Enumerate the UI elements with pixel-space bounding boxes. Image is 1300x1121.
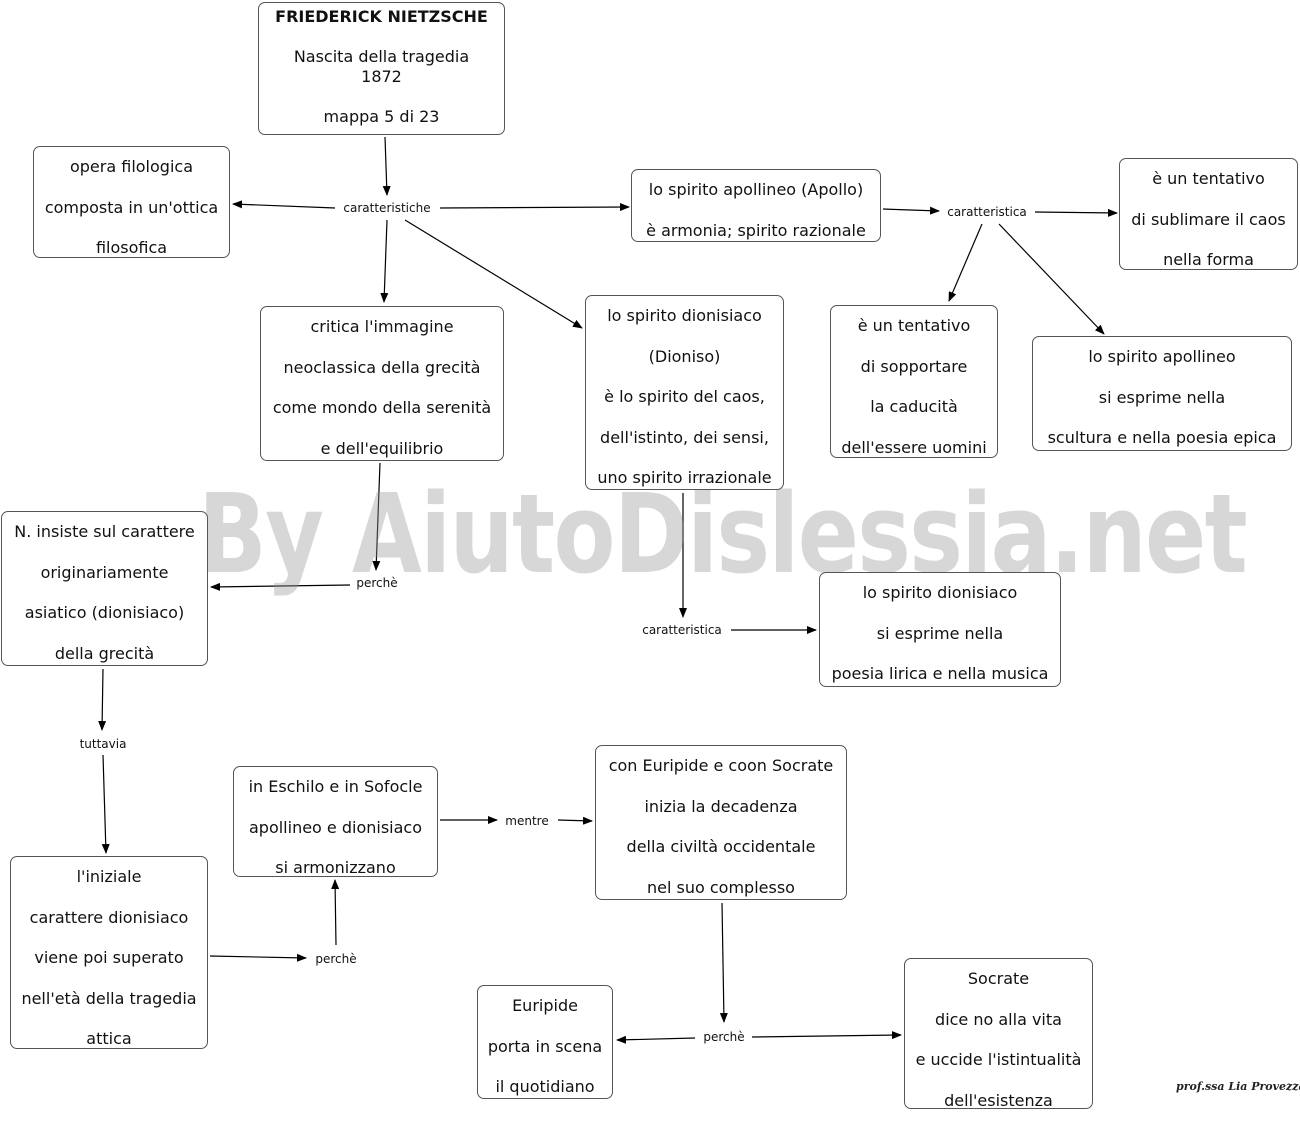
node-line: è un tentativo [1120,159,1297,200]
node-insiste-carattere: N. insiste sul carattere originariamente… [1,511,208,666]
connector-perche-socrate: perchè [701,1030,746,1044]
node-line: l'iniziale [11,857,207,898]
node-spirito-apollineo: lo spirito apollineo (Apollo) è armonia;… [631,169,881,242]
node-iniziale-dionisiaco: l'iniziale carattere dionisiaco viene po… [10,856,208,1049]
node-line: si armonizzano [234,848,437,889]
node-line: N. insiste sul carattere [2,512,207,553]
node-line: dell'esistenza [905,1081,1092,1121]
node-line: asiatico (dionisiaco) [2,593,207,634]
author-credit: prof.ssa Lia Provezza [1176,1080,1300,1093]
arrow-mentre-to-euripide-socrate [558,820,592,821]
node-line: nell'età della tragedia [11,979,207,1020]
node-line: di sopportare [831,347,997,388]
node-line: (Dioniso) [586,337,783,378]
arrow-title-to-caratteristiche [385,137,387,195]
node-line: di sublimare il caos [1120,200,1297,241]
node-line: la caducità [831,387,997,428]
arrow-to-apollineo [440,207,629,208]
connector-perche-critica: perchè [354,576,399,590]
arrow-to-socrate [752,1035,901,1037]
node-line: dice no alla vita [905,1000,1092,1041]
node-line: si esprime nella [1033,378,1291,419]
node-line: lo spirito apollineo (Apollo) [632,170,880,211]
node-euripide: Euripide porta in scena il quotidiano [477,985,613,1099]
node-line: opera filologica [34,147,229,188]
node-line: uno spirito irrazionale [586,458,783,499]
node-title-map-number: mappa 5 di 23 [259,107,504,127]
node-title-year: 1872 [259,67,504,87]
node-line: scultura e nella poesia epica [1033,418,1291,459]
node-eschilo-sofocle: in Eschilo e in Sofocle apollineo e dion… [233,766,438,877]
arrow-to-opera [233,204,335,208]
connector-caratteristica-dioniso: caratteristica [640,623,724,637]
arrow-insiste-to-tuttavia [102,669,103,730]
node-line: originariamente [2,553,207,594]
node-line: lo spirito dionisiaco [820,573,1060,614]
node-title-heading: FRIEDERICK NIETZSCHE [259,7,504,27]
node-line: carattere dionisiaco [11,898,207,939]
node-line: lo spirito dionisiaco [586,296,783,337]
connector-caratteristiche: caratteristiche [341,201,432,215]
connector-perche-iniziale: perchè [313,952,358,966]
node-line: neoclassica della grecità [261,348,503,389]
node-title-spacer [259,27,504,47]
node-line: lo spirito apollineo [1033,337,1291,378]
node-line: apollineo e dionisiaco [234,808,437,849]
arrow-to-sopportare [949,224,982,301]
node-line: in Eschilo e in Sofocle [234,767,437,808]
node-sublimare-caos: è un tentativo di sublimare il caos nell… [1119,158,1298,270]
node-line: composta in un'ottica [34,188,229,229]
node-line: il quotidiano [478,1067,612,1108]
node-sopportare-caducita: è un tentativo di sopportare la caducità… [830,305,998,458]
arrow-critica-to-perche [376,463,380,570]
node-line: della grecità [2,634,207,675]
node-line: nel suo complesso [596,868,846,909]
arrow-to-sublimare [1035,212,1117,213]
node-line: e uccide l'istintualità [905,1040,1092,1081]
node-line: nella forma [1120,240,1297,281]
node-line: dell'istinto, dei sensi, [586,418,783,459]
node-line: è un tentativo [831,306,997,347]
node-line: Euripide [478,986,612,1027]
node-dionisiaco-poesia-lirica: lo spirito dionisiaco si esprime nella p… [819,572,1061,687]
node-line: inizia la decadenza [596,787,846,828]
arrow-to-euripide [617,1038,695,1040]
node-line: è armonia; spirito razionale [632,211,880,252]
node-critica-immagine: critica l'immagine neoclassica della gre… [260,306,504,461]
node-line: della civiltà occidentale [596,827,846,868]
node-euripide-socrate-decadenza: con Euripide e coon Socrate inizia la de… [595,745,847,900]
node-line: e dell'equilibrio [261,429,503,470]
node-line: poesia lirica e nella musica [820,654,1060,695]
node-apollineo-poesia-epica: lo spirito apollineo si esprime nella sc… [1032,336,1292,451]
arrow-iniziale-to-perche [210,956,306,958]
connector-tuttavia: tuttavia [78,737,129,751]
arrow-to-insiste [211,585,350,587]
node-title: FRIEDERICK NIETZSCHE Nascita della trage… [258,2,505,135]
arrow-apollineo-to-caratteristica [883,209,939,211]
node-opera-filologica: opera filologica composta in un'ottica f… [33,146,230,258]
node-socrate: Socrate dice no alla vita e uccide l'ist… [904,958,1093,1109]
arrow-perche-to-eschilo [335,880,336,945]
node-line: si esprime nella [820,614,1060,655]
node-line: attica [11,1019,207,1060]
node-line: con Euripide e coon Socrate [596,746,846,787]
node-title-subtitle: Nascita della tragedia [259,47,504,67]
node-line: come mondo della serenità [261,388,503,429]
connector-caratteristica-apollo: caratteristica [945,205,1029,219]
node-spirito-dionisiaco: lo spirito dionisiaco (Dioniso) è lo spi… [585,295,784,490]
node-line: dell'essere uomini [831,428,997,469]
node-title-spacer [259,87,504,107]
arrow-to-apollineo-epica [999,224,1104,334]
node-line: filosofica [34,228,229,269]
node-line: viene poi superato [11,938,207,979]
arrow-to-critica [384,220,387,302]
arrow-decadenza-to-perche [722,903,724,1022]
node-line: porta in scena [478,1027,612,1068]
arrow-tuttavia-to-iniziale [103,755,106,853]
node-line: Socrate [905,959,1092,1000]
connector-mentre: mentre [503,814,550,828]
node-line: critica l'immagine [261,307,503,348]
node-line: è lo spirito del caos, [586,377,783,418]
